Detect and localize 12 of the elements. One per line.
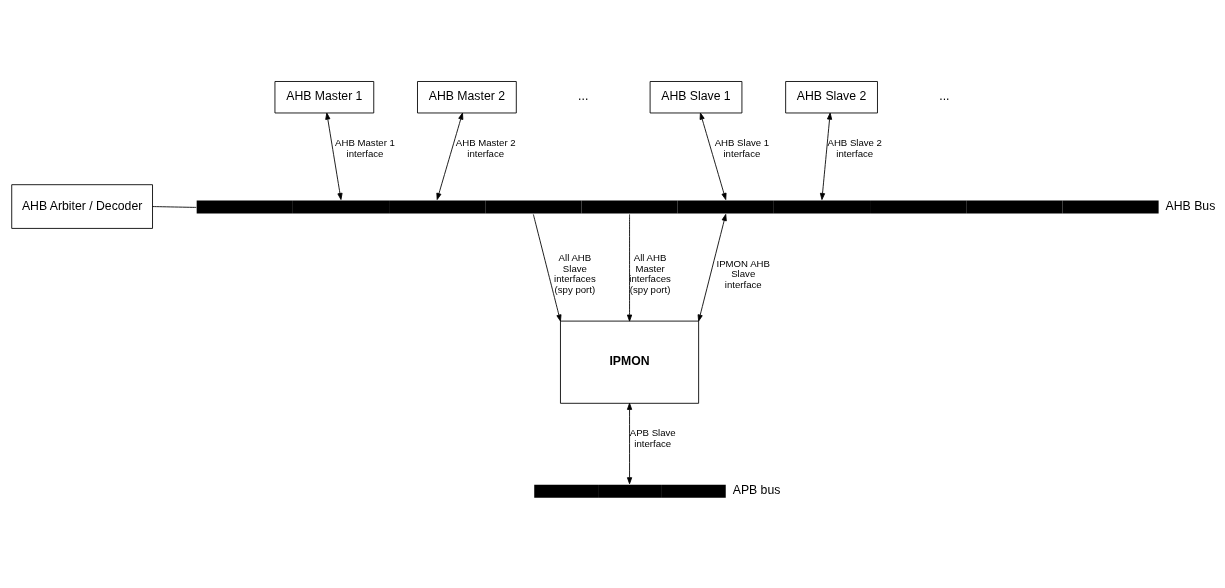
label: ... [578,89,589,104]
edge-label: AHB Slave 2 interface [827,137,882,159]
edge-label: AHB Master 1 interface [335,137,395,159]
edge-label: All AHB Slave interfaces (spy port) [554,252,596,295]
node-label: AHB Bus [1165,199,1216,214]
label: ... [939,89,950,104]
node-label: APB bus [732,483,781,498]
edge-label: All AHB Master interfaces (spy port) [629,252,671,295]
edge-label: AHB Master 2 interface [455,137,516,159]
edge-label: AHB Slave 1 interface [714,137,770,159]
edge-label: APB Slave interface [629,427,676,449]
edge-label: IPMON AHB Slave interface [716,257,770,290]
